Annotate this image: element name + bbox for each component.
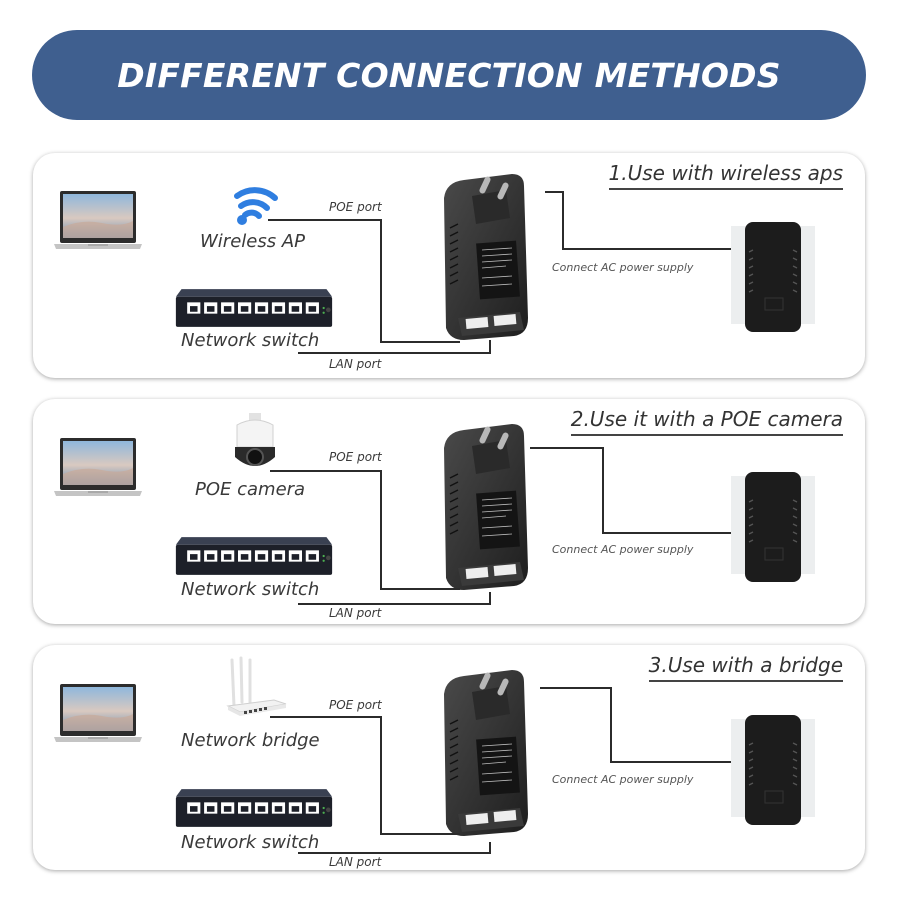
lan-port-label: LAN port xyxy=(329,357,382,371)
switch-label: Network switch xyxy=(181,832,320,853)
wall-outlet-icon xyxy=(731,472,815,582)
device-label: Wireless AP xyxy=(200,231,305,252)
switch-label: Network switch xyxy=(181,579,320,600)
network-switch-icon xyxy=(174,787,334,829)
laptop-icon xyxy=(52,189,144,253)
title-banner: DIFFERENT CONNECTION METHODS xyxy=(32,30,866,120)
panel-heading: 2.Use it with a POE camera xyxy=(570,407,843,436)
poe-port-label: POE port xyxy=(329,698,382,712)
laptop-icon xyxy=(52,682,144,746)
wall-outlet-icon xyxy=(731,715,815,825)
panel-heading: 3.Use with a bridge xyxy=(648,653,843,682)
lan-port-label: LAN port xyxy=(329,855,382,869)
device-label: Network bridge xyxy=(181,730,320,751)
poe-port-label: POE port xyxy=(329,450,382,464)
ac-power-label: Connect AC power supply xyxy=(552,773,694,786)
poe-port-label: POE port xyxy=(329,200,382,214)
poe-injector-icon xyxy=(424,168,544,348)
dome-camera-icon xyxy=(235,413,275,466)
lan-port-label: LAN port xyxy=(329,606,382,620)
wall-outlet-icon xyxy=(731,222,815,332)
ac-power-label: Connect AC power supply xyxy=(552,543,694,556)
router-bridge-icon xyxy=(226,656,287,716)
laptop-icon xyxy=(52,436,144,500)
switch-label: Network switch xyxy=(181,330,320,351)
panel-heading: 1.Use with wireless aps xyxy=(608,161,843,190)
page-title: DIFFERENT CONNECTION METHODS xyxy=(117,55,781,95)
wifi-icon xyxy=(234,187,278,225)
poe-injector-icon xyxy=(424,418,544,598)
network-switch-icon xyxy=(174,535,334,577)
poe-injector-icon xyxy=(424,664,544,844)
network-switch-icon xyxy=(174,287,334,329)
ac-power-label: Connect AC power supply xyxy=(552,261,694,274)
device-label: POE camera xyxy=(195,479,306,500)
